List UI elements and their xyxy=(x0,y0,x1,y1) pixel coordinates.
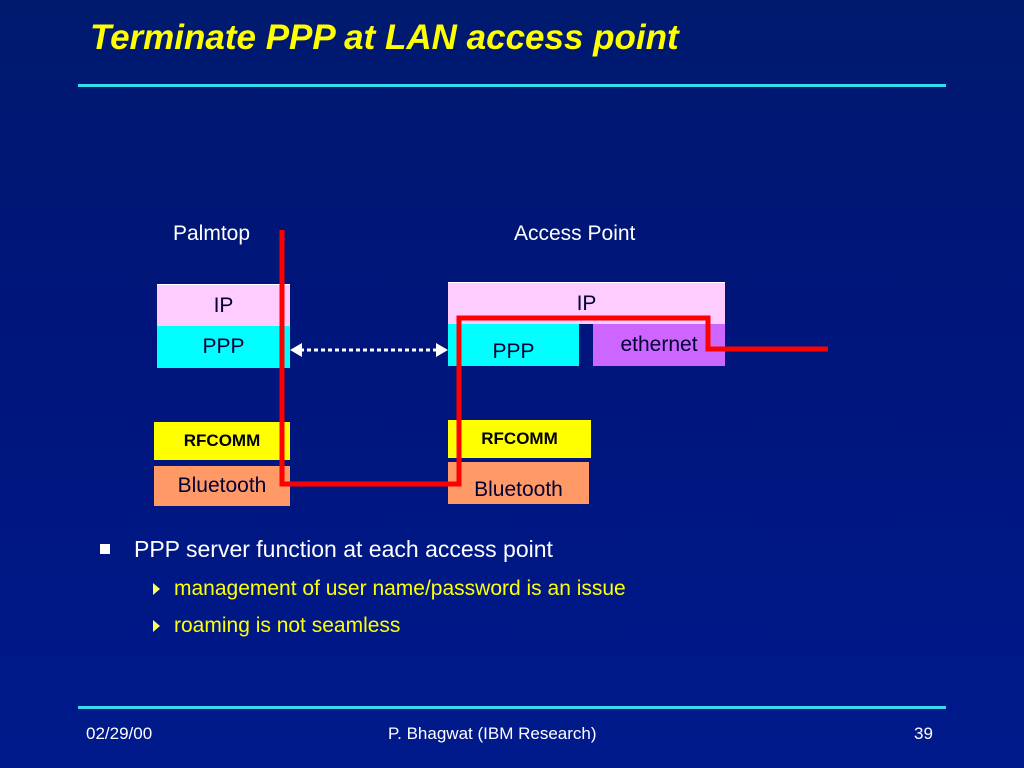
footer-page-number: 39 xyxy=(914,724,933,743)
title-divider xyxy=(78,84,946,87)
sub-bullet: management of user name/password is an i… xyxy=(153,570,626,607)
sub-bullet-text: management of user name/password is an i… xyxy=(174,576,626,600)
footer-date: 02/29/00 xyxy=(86,724,153,743)
bullet-main: PPP server function at each access point xyxy=(95,532,626,566)
palmtop-label: Palmtop xyxy=(173,222,251,245)
bullet-list: PPP server function at each access point… xyxy=(95,532,626,644)
footer-author: P. Bhagwat (IBM Research) xyxy=(388,724,597,743)
ap-ppp-layer: PPP xyxy=(448,324,579,366)
footer-divider xyxy=(78,706,946,709)
ap-rfcomm-layer: RFCOMM xyxy=(448,420,591,458)
ppp-peer-arrow xyxy=(290,343,448,357)
ap-bluetooth-layer: Bluetooth xyxy=(448,462,589,504)
ap-ethernet-layer: ethernet xyxy=(593,324,725,366)
square-bullet-icon xyxy=(100,544,110,554)
palmtop-ip-layer: IP xyxy=(157,284,290,326)
sub-bullet-text: roaming is not seamless xyxy=(174,613,401,637)
palmtop-bluetooth-layer: Bluetooth xyxy=(154,466,290,506)
palmtop-rfcomm-layer: RFCOMM xyxy=(154,422,290,460)
triangle-bullet-icon xyxy=(153,619,160,632)
sub-bullet: roaming is not seamless xyxy=(153,607,626,644)
triangle-bullet-icon xyxy=(153,582,160,595)
slide-title: Terminate PPP at LAN access point xyxy=(90,18,679,57)
data-path-line xyxy=(279,230,828,487)
bullet-main-text: PPP server function at each access point xyxy=(134,535,553,562)
palmtop-ppp-layer: PPP xyxy=(157,326,290,368)
access-point-label: Access Point xyxy=(514,222,636,245)
